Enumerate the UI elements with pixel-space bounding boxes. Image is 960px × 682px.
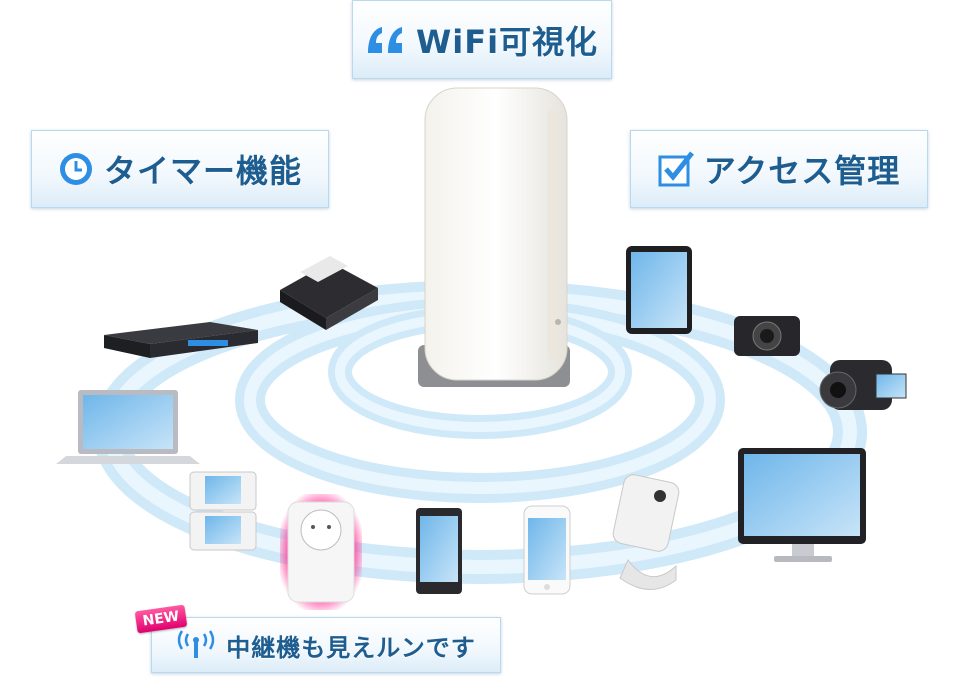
network-camera — [612, 474, 680, 590]
repeater — [280, 494, 362, 610]
repeater-visible-label: 中継機も見えルンです — [151, 617, 501, 673]
signal-icon — [176, 630, 216, 660]
clock-icon — [58, 151, 94, 187]
access-label-text: アクセス管理 — [703, 152, 901, 190]
access-management-label: アクセス管理 — [630, 130, 928, 208]
timer-label-text: タイマー機能 — [103, 152, 302, 190]
quote-icon — [366, 25, 406, 55]
smartphone-black — [416, 508, 462, 594]
repeater-label-text: 中継機も見えルンです — [226, 633, 476, 662]
timer-function-label: タイマー機能 — [31, 130, 329, 208]
smartphone-white — [523, 505, 571, 595]
router — [418, 87, 570, 387]
video-camera — [819, 360, 907, 410]
digital-camera — [734, 316, 800, 356]
desktop-monitor — [738, 448, 866, 562]
tablet — [626, 246, 692, 334]
recorder — [104, 322, 258, 358]
printer — [280, 256, 378, 330]
wifi-label-text: WiFi可視化 — [415, 22, 599, 61]
handheld-console — [189, 471, 257, 551]
laptop — [56, 390, 200, 464]
wifi-visualization-label: WiFi可視化 — [352, 0, 612, 79]
checkbox-icon — [658, 151, 694, 187]
